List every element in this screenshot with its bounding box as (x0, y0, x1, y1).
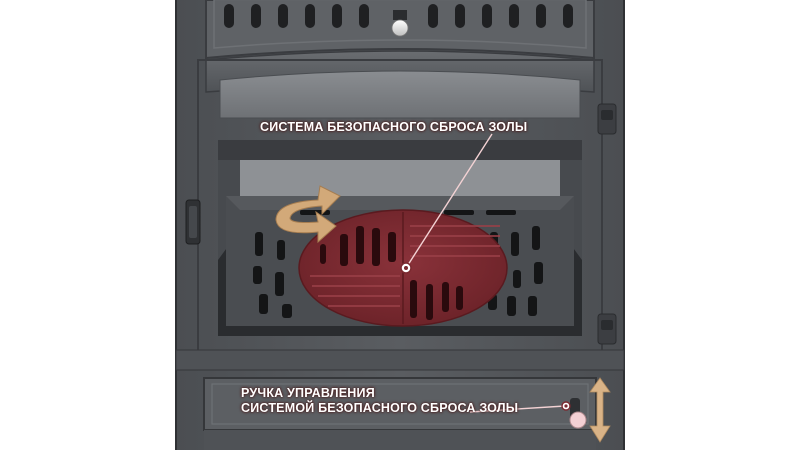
vent-knob[interactable] (391, 10, 409, 37)
rotate-arrow-icon (275, 185, 341, 244)
control-handle[interactable] (569, 398, 587, 429)
grate-leader-line (400, 133, 493, 274)
ash-drawer (203, 377, 597, 450)
door-handle[interactable] (185, 199, 201, 245)
control-handle-label-line2: СИСТЕМОЙ БЕЗОПАСНОГО СБРОСА ЗОЛЫ (241, 401, 519, 415)
body-separator (175, 349, 625, 371)
control-handle-label: РУЧКА УПРАВЛЕНИЯ СИСТЕМОЙ БЕЗОПАСНОГО СБ… (241, 386, 518, 416)
handle-leader-line (469, 401, 571, 413)
hinge-upper (597, 103, 617, 135)
hinge-lower (597, 313, 617, 345)
up-down-arrow-icon (589, 377, 611, 443)
ash-system-label: СИСТЕМА БЕЗОПАСНОГО СБРОСА ЗОЛЫ (260, 120, 528, 134)
control-handle-label-line1: РУЧКА УПРАВЛЕНИЯ (241, 386, 375, 400)
